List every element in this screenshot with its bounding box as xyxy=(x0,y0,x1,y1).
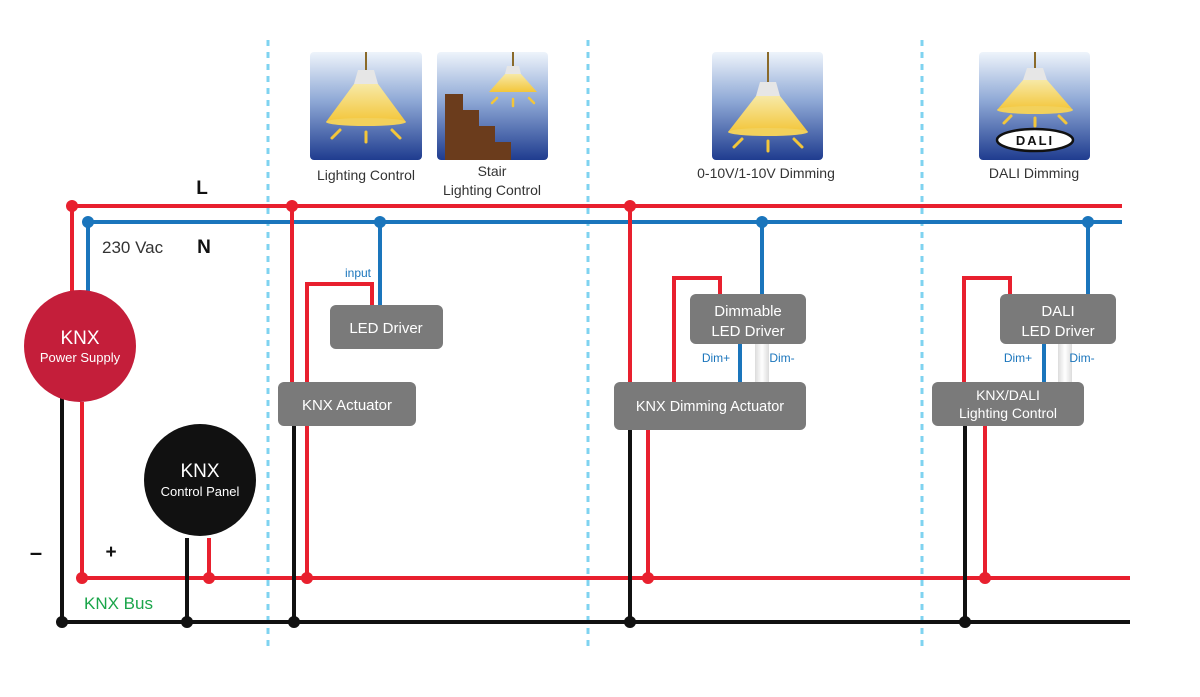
knx-actuator-label: KNX Actuator xyxy=(302,397,392,414)
dim-minus-label-2: Dim- xyxy=(769,351,794,365)
knx-dali-line1: KNX/DALI xyxy=(976,387,1040,403)
voltage-label: 230 Vac xyxy=(102,238,164,257)
dim-wires-section2 xyxy=(738,344,769,382)
dali-driver-line2: LED Driver xyxy=(1021,323,1094,340)
caption-dimming: 0-10V/1-10V Dimming xyxy=(697,165,835,181)
led-driver-label: LED Driver xyxy=(349,320,422,337)
junction-dots-live xyxy=(66,200,991,584)
control-panel-subtitle: Control Panel xyxy=(161,484,240,499)
bus-minus-wiring xyxy=(60,398,1130,624)
dali-logo-text: DALI xyxy=(1016,133,1054,148)
dali-led-driver-box: DALI LED Driver xyxy=(1000,294,1116,344)
bus-minus-label: – xyxy=(30,540,42,565)
power-supply-subtitle: Power Supply xyxy=(40,350,121,365)
lamp-tile-lighting-control xyxy=(310,52,422,160)
dimmable-driver-line2: LED Driver xyxy=(711,323,784,340)
dimmable-driver-line1: Dimmable xyxy=(714,303,782,320)
caption-lighting-control: Lighting Control xyxy=(317,167,415,183)
live-label: L xyxy=(196,178,208,199)
stair-tile-icon xyxy=(437,52,548,160)
junction-dots-bus xyxy=(56,616,971,628)
caption-stair-line2: Lighting Control xyxy=(443,182,541,198)
caption-dali-dimming: DALI Dimming xyxy=(989,165,1079,181)
dim-wires-section3 xyxy=(1042,344,1072,382)
input-label: input xyxy=(345,266,372,280)
knx-dali-line2: Lighting Control xyxy=(959,405,1057,421)
knx-dimming-actuator-box: KNX Dimming Actuator xyxy=(614,382,806,430)
power-supply-title: KNX xyxy=(60,328,99,349)
neutral-label: N xyxy=(197,237,211,258)
knx-actuator-box: KNX Actuator xyxy=(278,382,416,426)
live-wiring xyxy=(70,204,1130,580)
lamp-tile-dali: DALI xyxy=(979,52,1090,160)
knx-power-supply: KNX Power Supply xyxy=(24,290,136,402)
knx-control-panel: KNX Control Panel xyxy=(144,424,256,536)
dim-plus-label-3: Dim+ xyxy=(1004,351,1032,365)
junction-dots-neutral xyxy=(82,216,1094,228)
knx-dimming-actuator-label: KNX Dimming Actuator xyxy=(636,399,784,415)
dimmable-led-driver-box: Dimmable LED Driver xyxy=(690,294,806,344)
dim-minus-label-3: Dim- xyxy=(1069,351,1094,365)
led-driver-box: LED Driver xyxy=(330,305,443,349)
dali-driver-line1: DALI xyxy=(1041,303,1074,320)
caption-stair-line1: Stair xyxy=(478,163,507,179)
neutral-wiring xyxy=(86,220,1122,305)
section-dividers xyxy=(266,40,924,652)
lamp-tile-dimming xyxy=(712,52,823,160)
knx-dali-control-box: KNX/DALI Lighting Control xyxy=(932,382,1084,426)
knx-bus-label: KNX Bus xyxy=(84,594,153,613)
dali-logo xyxy=(995,127,1075,153)
control-panel-title: KNX xyxy=(180,461,219,482)
bus-plus-label: + xyxy=(105,542,116,563)
dim-plus-label-2: Dim+ xyxy=(702,351,730,365)
